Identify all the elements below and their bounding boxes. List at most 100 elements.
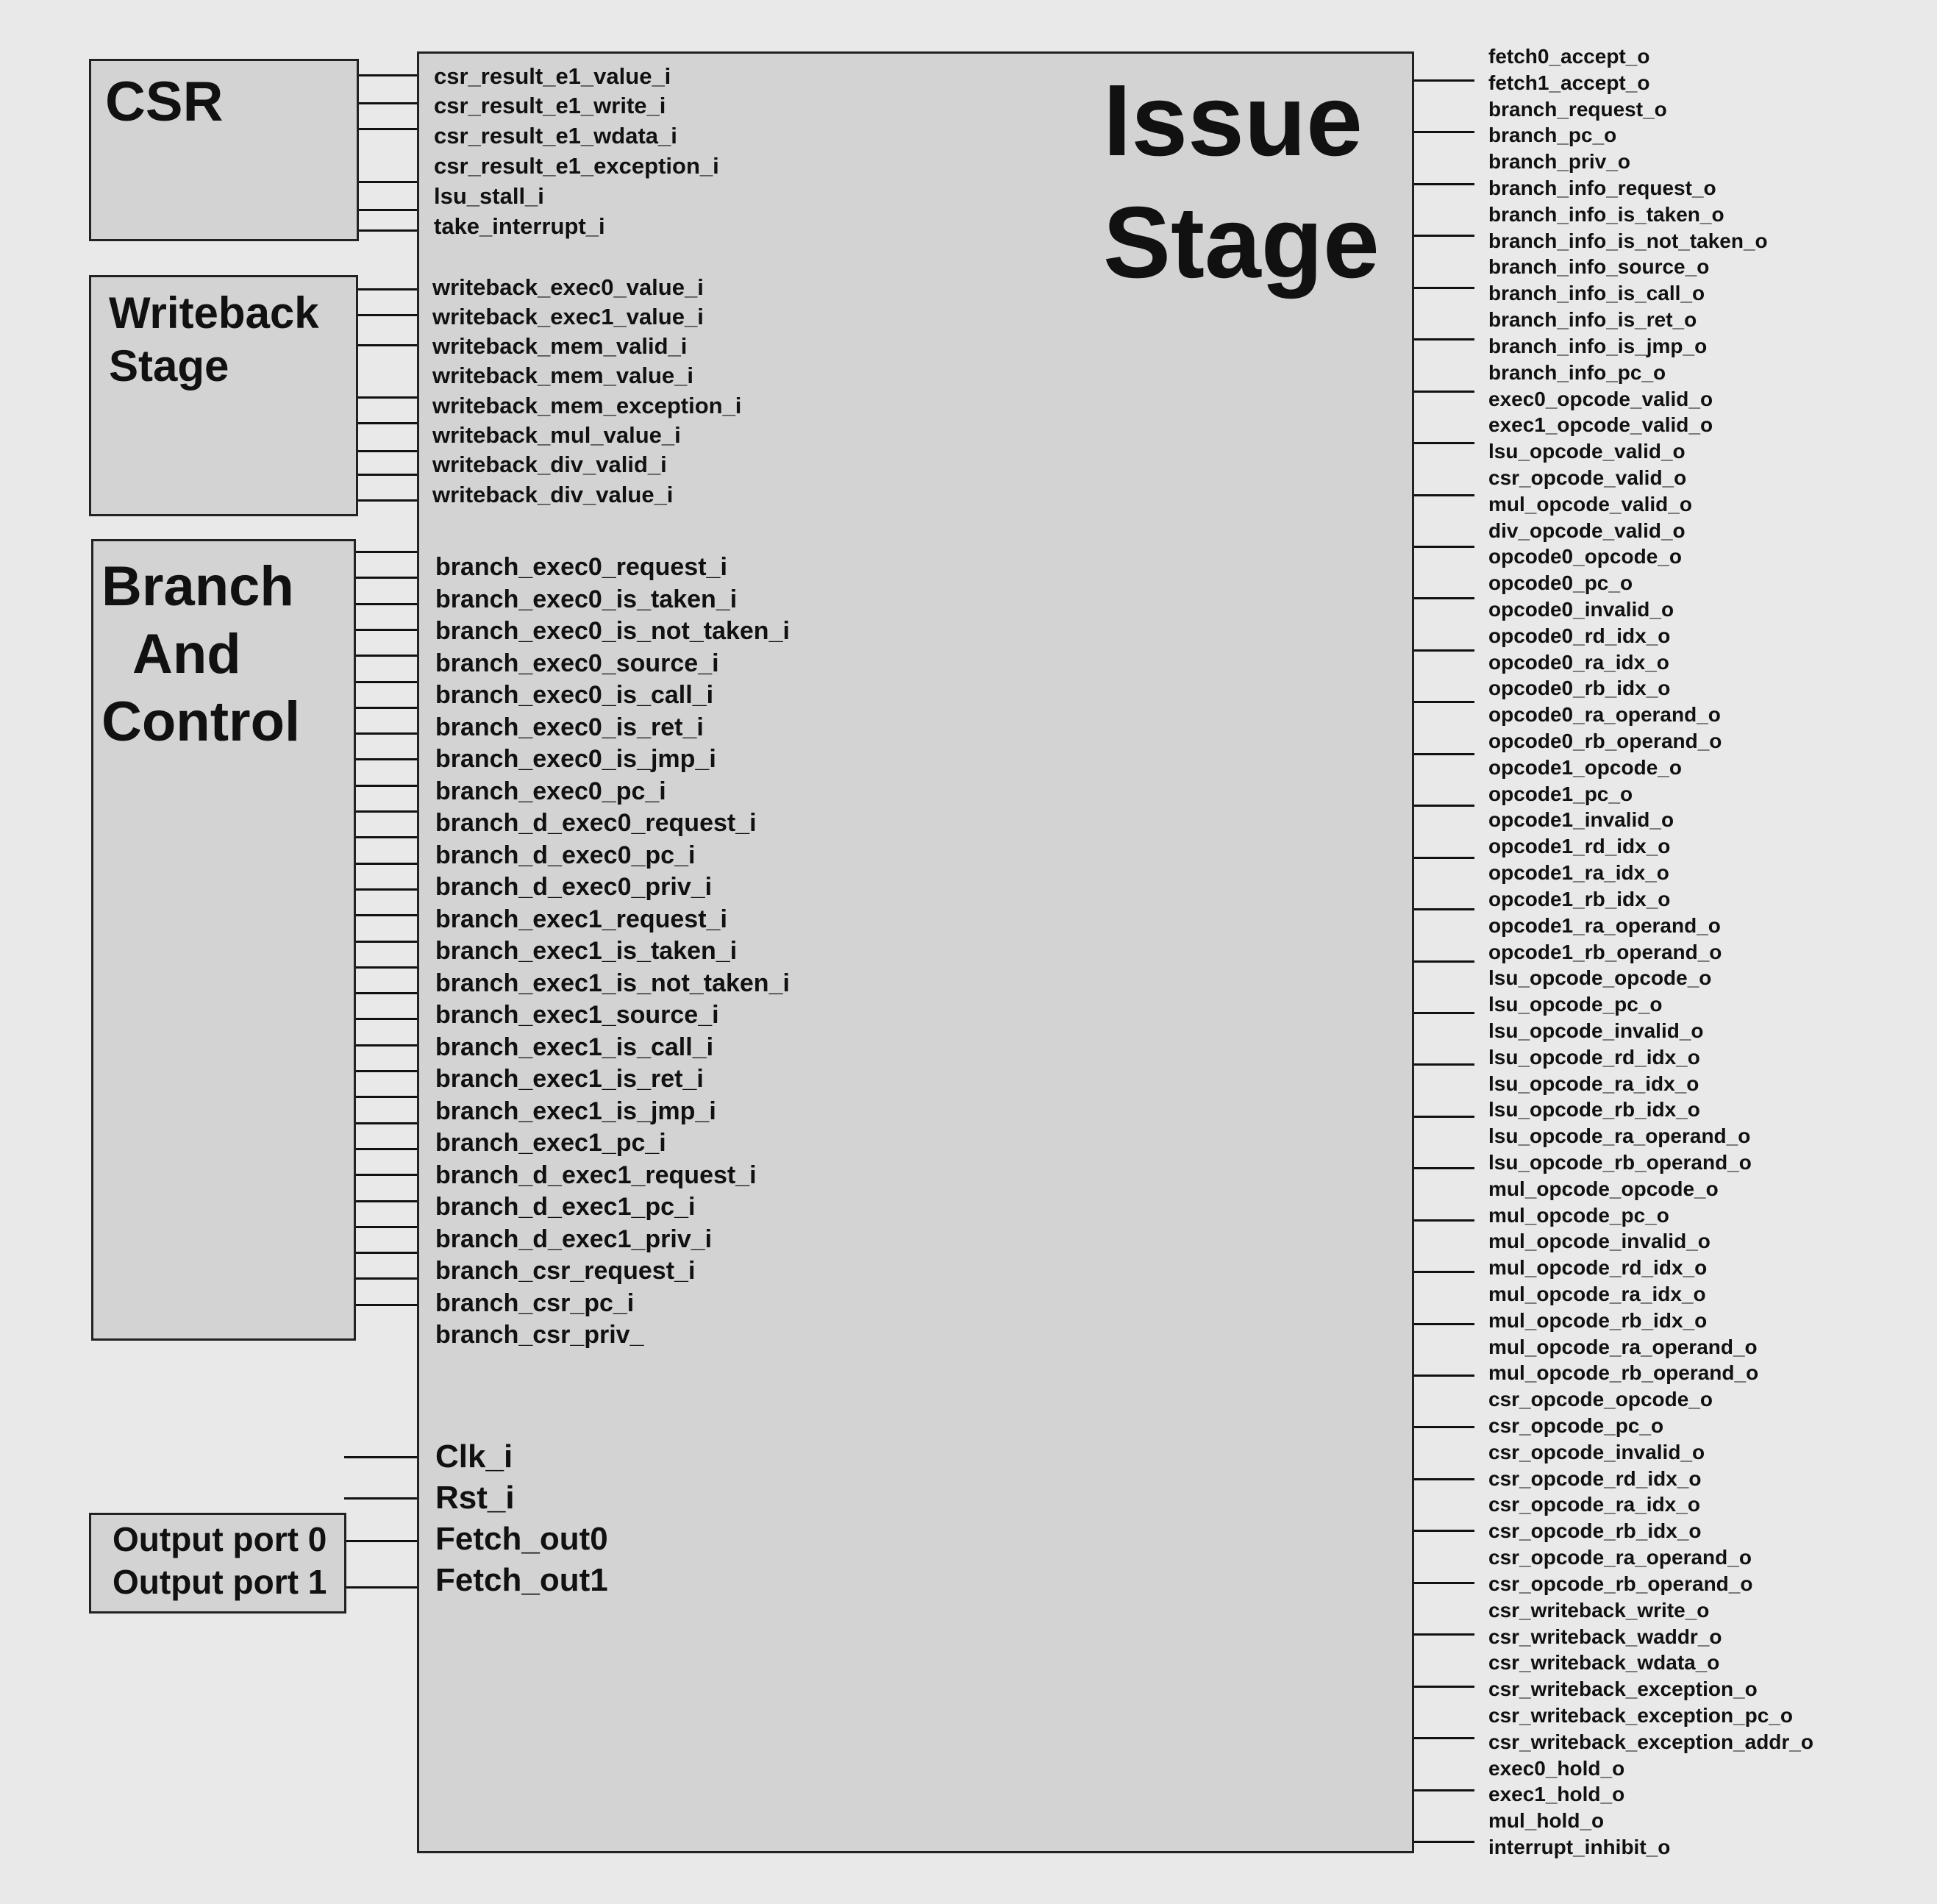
branch-input-wire (356, 966, 417, 969)
output-label: lsu_opcode_opcode_o (1488, 966, 1712, 990)
branch-input-label: branch_exec1_is_not_taken_i (435, 969, 790, 997)
output-label: branch_info_request_o (1488, 177, 1716, 200)
output-label: csr_writeback_exception_o (1488, 1677, 1758, 1701)
branch-input-wire (356, 784, 417, 787)
csr-input-label: csr_result_e1_exception_i (434, 152, 719, 179)
writeback-input-wire (358, 474, 417, 476)
system-input-label: Fetch_out0 (435, 1521, 608, 1557)
csr-input-label: csr_result_e1_write_i (434, 93, 666, 119)
output-label: branch_info_is_jmp_o (1488, 334, 1708, 357)
branch-input-label: branch_exec1_is_taken_i (435, 937, 738, 965)
branch-input-wire (356, 862, 417, 865)
output-label: opcode1_pc_o (1488, 782, 1633, 805)
issue-stage-title: Issue Stage (1103, 60, 1380, 304)
output-label: opcode0_rd_idx_o (1488, 624, 1671, 647)
output-label: lsu_opcode_valid_o (1488, 440, 1685, 463)
output-label: csr_opcode_rb_operand_o (1488, 1572, 1753, 1595)
output-label: lsu_opcode_rb_idx_o (1488, 1098, 1700, 1122)
output-wire (1414, 1477, 1474, 1480)
output-wire (1414, 182, 1474, 185)
output-wire (1414, 1530, 1474, 1533)
branch-input-wire (356, 888, 417, 891)
output-wire (1414, 1426, 1474, 1429)
output-label: interrupt_inhibit_o (1488, 1836, 1671, 1858)
output-label: opcode0_ra_idx_o (1488, 650, 1669, 674)
output-wire (1414, 1271, 1474, 1274)
branch-input-label: branch_exec0_is_ret_i (435, 713, 704, 741)
output-wire (1414, 286, 1474, 289)
output-label: csr_opcode_opcode_o (1488, 1388, 1713, 1411)
output-label: branch_info_is_ret_o (1488, 308, 1697, 332)
output-wire (1414, 1167, 1474, 1170)
branch-input-label: branch_exec1_request_i (435, 905, 727, 933)
branch-input-label: branch_exec0_is_not_taken_i (435, 617, 790, 645)
writeback-input-wire (358, 422, 417, 424)
output-wire (1414, 649, 1474, 652)
writeback-input-label: writeback_mem_exception_i (432, 392, 742, 418)
output-wire (1414, 752, 1474, 755)
output-wire (1414, 442, 1474, 445)
output-label: opcode0_ra_operand_o (1488, 703, 1721, 727)
output-wire (1414, 1374, 1474, 1377)
csr-input-wire (359, 74, 417, 76)
branch-input-label: branch_exec1_source_i (435, 1001, 719, 1029)
output-label: mul_opcode_pc_o (1488, 1203, 1669, 1227)
output-label: lsu_opcode_rd_idx_o (1488, 1045, 1700, 1069)
output-label: lsu_opcode_ra_idx_o (1488, 1072, 1699, 1095)
output-wire (1414, 908, 1474, 911)
system-input-wire (344, 1497, 417, 1500)
output-label: exec0_opcode_valid_o (1488, 387, 1713, 410)
output-label: csr_writeback_exception_pc_o (1488, 1703, 1793, 1727)
branch-title-line3: Control (101, 691, 301, 753)
output-wire (1414, 1685, 1474, 1688)
branch-input-label: branch_d_exec0_priv_i (435, 873, 713, 901)
branch-input-wire (356, 602, 417, 605)
branch-input-label: branch_d_exec1_priv_i (435, 1224, 713, 1253)
output-wire (1414, 235, 1474, 238)
branch-input-wire (356, 1122, 417, 1124)
output-label: opcode1_rb_operand_o (1488, 940, 1722, 963)
csr-input-wire (359, 181, 417, 183)
branch-input-label: branch_exec0_source_i (435, 649, 719, 677)
csr-block (89, 59, 359, 241)
output-label: mul_opcode_valid_o (1488, 492, 1692, 516)
csr-input-wire (359, 102, 417, 104)
branch-input-label: branch_csr_request_i (435, 1257, 696, 1285)
output-label: opcode0_invalid_o (1488, 597, 1674, 621)
output-label: branch_info_source_o (1488, 255, 1710, 279)
branch-input-wire (356, 732, 417, 735)
system-input-label: Rst_i (435, 1480, 515, 1516)
writeback-input-wire (358, 450, 417, 452)
branch-input-wire (356, 1147, 417, 1150)
output-label: opcode0_rb_idx_o (1488, 677, 1671, 700)
output-wire (1414, 79, 1474, 82)
output-label: branch_request_o (1488, 97, 1667, 121)
output-label: mul_opcode_rb_operand_o (1488, 1361, 1759, 1385)
output-label: div_opcode_valid_o (1488, 518, 1685, 542)
branch-input-label: branch_exec0_is_jmp_i (435, 745, 716, 773)
writeback-input-label: writeback_mem_valid_i (432, 333, 688, 360)
output-label: branch_info_is_not_taken_o (1488, 229, 1768, 252)
output-label: mul_opcode_opcode_o (1488, 1177, 1719, 1200)
output-wire (1414, 1115, 1474, 1118)
branch-input-wire (356, 836, 417, 839)
writeback-title-line1: Writeback (109, 288, 319, 338)
output-label: exec1_hold_o (1488, 1783, 1625, 1806)
system-input-wire (346, 1586, 417, 1589)
output-wire (1414, 1219, 1474, 1222)
output-label: mul_opcode_invalid_o (1488, 1230, 1711, 1253)
csr-input-label: csr_result_e1_wdata_i (434, 123, 677, 149)
branch-input-label: branch_csr_priv_ (435, 1321, 644, 1349)
issue-stage-title-line2: Stage (1103, 185, 1380, 299)
branch-input-label: branch_d_exec1_pc_i (435, 1193, 696, 1221)
system-input-label: Fetch_out1 (435, 1562, 608, 1598)
output-wire (1414, 1063, 1474, 1066)
output-label: exec0_hold_o (1488, 1756, 1625, 1780)
output-label: opcode1_ra_idx_o (1488, 861, 1669, 885)
output-label: lsu_opcode_pc_o (1488, 993, 1663, 1016)
output-label: mul_opcode_rd_idx_o (1488, 1256, 1708, 1280)
output-label: lsu_opcode_ra_operand_o (1488, 1124, 1751, 1148)
output-label: opcode1_ra_operand_o (1488, 913, 1721, 937)
writeback-input-label: writeback_exec1_value_i (432, 303, 704, 329)
output-label: exec1_opcode_valid_o (1488, 413, 1713, 437)
